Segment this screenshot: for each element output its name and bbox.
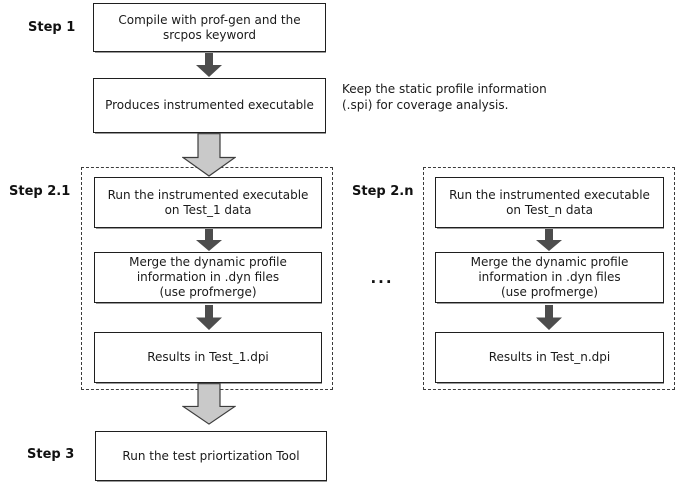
big-arrow-down-icon bbox=[182, 133, 236, 177]
box-text-line: (use profmerge) bbox=[159, 285, 257, 299]
box-text-line: information in .dyn files bbox=[478, 270, 621, 284]
results-test1-box: Results in Test_1.dpi bbox=[94, 332, 322, 383]
box-text-line: Produces instrumented executable bbox=[105, 98, 314, 112]
step-2-1-label: Step 2.1 bbox=[9, 184, 71, 199]
box-text-line: information in .dyn files bbox=[136, 270, 280, 284]
arrow-down-icon bbox=[196, 305, 222, 330]
produces-box: Produces instrumented executable bbox=[93, 78, 326, 133]
box-text-line: Run the test priortization Tool bbox=[122, 448, 300, 463]
merge-testn-box: Merge the dynamic profile information in… bbox=[435, 252, 664, 303]
static-profile-note: Keep the static profile information (.sp… bbox=[342, 81, 602, 113]
arrow-down-icon bbox=[196, 229, 222, 251]
box-text-line: Merge the dynamic profile bbox=[129, 255, 287, 269]
arrow-down-icon bbox=[536, 229, 562, 251]
tool-box: Run the test priortization Tool bbox=[95, 431, 327, 481]
box-text-line: (use profmerge) bbox=[500, 285, 599, 299]
step-2-n-group bbox=[423, 167, 675, 390]
merge-test1-box: Merge the dynamic profile information in… bbox=[94, 252, 322, 303]
step-2-n-label: Step 2.n bbox=[352, 184, 414, 199]
box-text-line: Compile with prof-gen and the bbox=[118, 12, 301, 27]
ellipsis: ... bbox=[370, 269, 394, 287]
step-3-label: Step 3 bbox=[27, 447, 75, 462]
box-text-line: Merge the dynamic profile bbox=[470, 255, 629, 269]
note-line: Keep the static profile information bbox=[342, 82, 547, 96]
box-text-line: srcpos keyword bbox=[162, 27, 257, 42]
arrow-down-icon bbox=[196, 53, 222, 77]
box-text-line: on Test_n data bbox=[506, 202, 593, 217]
arrow-down-icon bbox=[536, 305, 562, 330]
compile-box: Compile with prof-gen and the srcpos key… bbox=[93, 3, 326, 52]
results-testn-box: Results in Test_n.dpi bbox=[435, 332, 664, 383]
run-test1-box: Run the instrumented executable on Test_… bbox=[94, 177, 322, 228]
run-testn-box: Run the instrumented executable on Test_… bbox=[435, 177, 664, 228]
box-text-line: Results in Test_1.dpi bbox=[147, 350, 269, 364]
box-text-line: Run the instrumented executable bbox=[107, 187, 309, 202]
box-text-line: Results in Test_n.dpi bbox=[488, 350, 611, 364]
step-1-label: Step 1 bbox=[28, 20, 76, 35]
box-text-line: on Test_1 data bbox=[164, 202, 252, 217]
box-text-line: Run the instrumented executable bbox=[449, 187, 650, 202]
big-arrow-down-icon bbox=[182, 383, 236, 425]
note-line: (.spi) for coverage analysis. bbox=[342, 98, 509, 112]
